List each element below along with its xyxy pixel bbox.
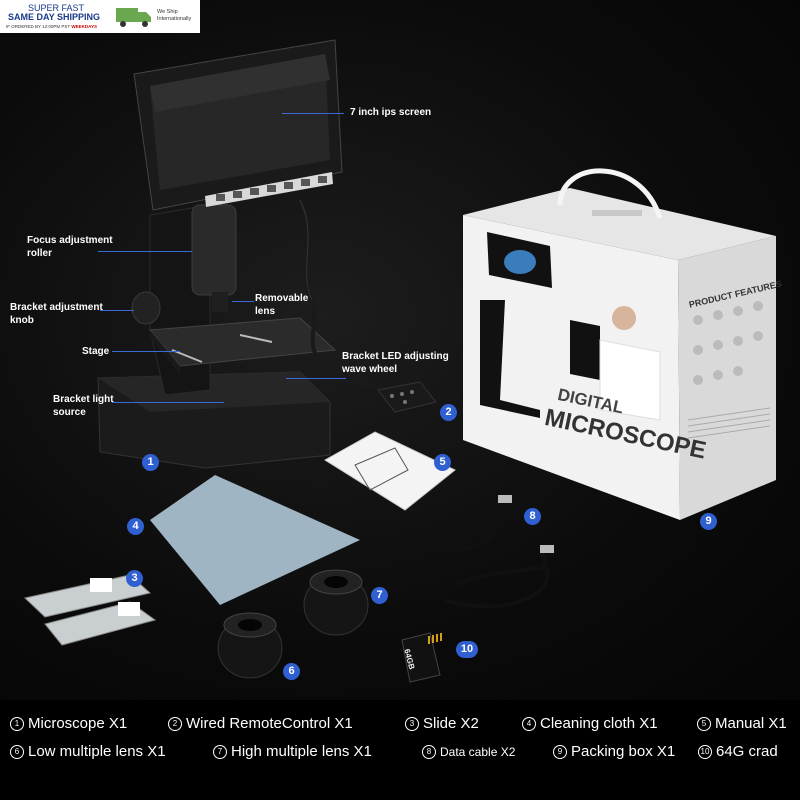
legend-number: 5 xyxy=(697,717,711,731)
legend-label: Manual X1 xyxy=(715,715,787,732)
remote-control xyxy=(377,381,437,413)
legend-label: Slide X2 xyxy=(423,715,479,732)
legend-number: 1 xyxy=(10,717,24,731)
focus-leader xyxy=(98,251,192,252)
shipping-banner: SUPER FAST SAME DAY SHIPPING IF ORDERED … xyxy=(0,0,200,33)
badge-8: 8 xyxy=(524,508,541,525)
legend-number: 4 xyxy=(522,717,536,731)
legend-label: High multiple lens X1 xyxy=(231,743,372,760)
callout-bracket-knob: Bracket adjustment knob xyxy=(10,302,103,326)
legend-item-low-lens: 6 Low multiple lens X1 xyxy=(10,743,166,760)
stage-leader xyxy=(112,351,180,352)
legend-item-microscope: 1 Microscope X1 xyxy=(10,715,127,732)
led-leader xyxy=(286,378,346,379)
callout-screen: 7 inch ips screen xyxy=(350,107,432,118)
cleaning-cloth xyxy=(150,475,360,605)
knob-leader xyxy=(100,310,134,311)
product-photo: SUPER FAST SAME DAY SHIPPING IF ORDERED … xyxy=(0,0,800,700)
low-lens xyxy=(217,612,283,679)
legend-number: 7 xyxy=(213,745,227,759)
badge-7: 7 xyxy=(371,587,388,604)
legend-item-manual: 5 Manual X1 xyxy=(697,715,787,732)
callout-stage: Stage xyxy=(82,346,110,357)
badge-4: 4 xyxy=(127,518,144,535)
banner-line-2: SAME DAY SHIPPING xyxy=(8,12,101,22)
legend-item-remote: 2 Wired RemoteControl X1 xyxy=(168,715,353,732)
screen-leader xyxy=(282,113,344,114)
legend-item-data-cable: 8 Data cable X2 xyxy=(422,745,515,759)
badge-5: 5 xyxy=(434,454,451,471)
banner-line-1: SUPER FAST xyxy=(28,3,85,13)
box-handle xyxy=(557,168,663,219)
adjustment-knob xyxy=(131,291,161,325)
legend-number: 9 xyxy=(553,745,567,759)
ship-internationally: We Ship Internationally xyxy=(157,9,192,22)
callout-removable-lens: Removable lens xyxy=(255,293,309,317)
legend-number: 8 xyxy=(422,745,436,759)
legend-number: 3 xyxy=(405,717,419,731)
legend-item-cloth: 4 Cleaning cloth X1 xyxy=(522,715,658,732)
legend-label: Packing box X1 xyxy=(571,743,676,760)
legend-number: 2 xyxy=(168,717,182,731)
legend-label: Data cable X2 xyxy=(440,745,516,759)
badge-3: 3 xyxy=(126,570,143,587)
light-leader xyxy=(112,402,224,403)
banner-line-3: IF ORDERED BY 12:00PM PST WEEKDAYS xyxy=(6,24,97,29)
data-cable-1 xyxy=(409,497,541,553)
legend-number: 6 xyxy=(10,745,24,759)
legend-label: 64G crad xyxy=(716,743,778,760)
lens-leader xyxy=(232,301,254,302)
truck-icon xyxy=(116,8,151,27)
box-top xyxy=(463,188,776,260)
badge-10: 10 xyxy=(456,641,478,658)
banner-line-3-emphasis: WEEKDAYS xyxy=(71,24,97,29)
badge-2: 2 xyxy=(440,404,457,421)
badge-6: 6 xyxy=(283,663,300,680)
callout-light-source: Bracket light source xyxy=(53,394,114,418)
contents-legend: 1 Microscope X1 2 Wired RemoteControl X1 3… xyxy=(0,700,800,800)
legend-item-packing-box: 9 Packing box X1 xyxy=(553,743,675,760)
legend-item-high-lens: 7 High multiple lens X1 xyxy=(213,743,372,760)
manual xyxy=(324,431,456,511)
legend-number: 10 xyxy=(698,745,712,759)
banner-line-3-text: IF ORDERED BY 12:00PM PST xyxy=(6,24,71,29)
callout-led-wheel: Bracket LED adjusting wave wheel xyxy=(342,351,449,375)
data-cable-2 xyxy=(444,548,550,609)
legend-item-sd-card: 10 64G crad xyxy=(698,743,778,760)
sd-card xyxy=(401,632,441,683)
badge-9: 9 xyxy=(700,513,717,530)
legend-item-slide: 3 Slide X2 xyxy=(405,715,479,732)
box-side xyxy=(678,236,776,520)
legend-label: Microscope X1 xyxy=(28,715,128,732)
high-lens xyxy=(303,569,369,636)
legend-label: Low multiple lens X1 xyxy=(28,743,166,760)
callout-focus-roller: Focus adjustment roller xyxy=(27,235,113,259)
legend-label: Cleaning cloth X1 xyxy=(540,715,658,732)
legend-label: Wired RemoteControl X1 xyxy=(186,715,353,732)
badge-1: 1 xyxy=(142,454,159,471)
focus-roller xyxy=(191,204,237,296)
product-illustration xyxy=(23,39,776,683)
